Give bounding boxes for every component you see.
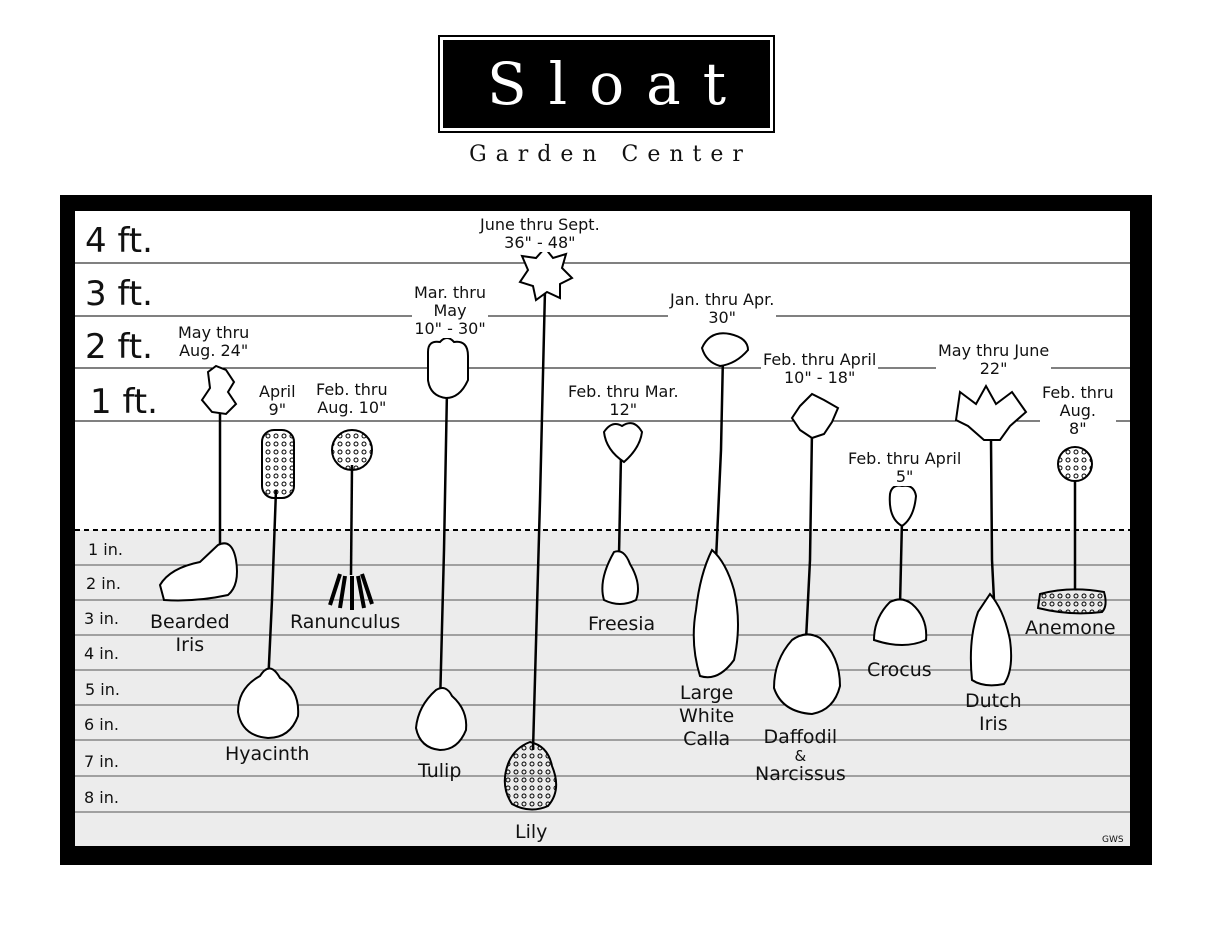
hyacinth-stem <box>266 489 278 686</box>
height-label-4ft: 4 ft. <box>85 221 153 261</box>
dutch-iris-bulb <box>969 592 1013 687</box>
flowers <box>200 246 1093 528</box>
depth-label-1in: 1 in. <box>88 540 123 559</box>
bearded-iris-rhizome <box>158 542 238 602</box>
hyacinth-flower <box>261 429 295 499</box>
hyacinth-bulb <box>236 667 300 740</box>
depth-label-4in: 4 in. <box>84 644 119 663</box>
height-label-3ft: 3 ft. <box>85 274 153 314</box>
freesia-corm <box>601 550 639 605</box>
daffodil-name: Daffodil&Narcissus <box>755 726 846 785</box>
tulip-name: Tulip <box>418 760 462 782</box>
lily-bulb <box>503 740 558 811</box>
depth-label-3in: 3 in. <box>84 609 119 628</box>
height-label-2ft: 2 ft. <box>85 327 153 367</box>
daffodil-bulb <box>772 633 842 716</box>
artist-credit: GWS <box>1102 835 1124 845</box>
lily-stem <box>531 289 547 751</box>
ranunculus-stem <box>349 464 354 576</box>
calla-flower <box>700 332 750 368</box>
freesia-name: Freesia <box>588 613 656 635</box>
calla-bloom: Jan. thru Apr.30" <box>668 290 777 327</box>
freesia-bloom: Feb. thru Mar.12" <box>566 382 681 419</box>
lily-bloom: June thru Sept.36" - 48" <box>478 215 602 252</box>
depth-gridlines <box>75 564 1130 813</box>
depth-label-6in: 6 in. <box>84 715 119 734</box>
daffodil-stem <box>804 429 814 641</box>
depth-label-7in: 7 in. <box>84 752 119 771</box>
depth-label-8in: 8 in. <box>84 788 119 807</box>
lily-name: Lily <box>515 821 548 843</box>
tulip-stem <box>438 389 449 706</box>
tulip-bulb <box>414 687 468 752</box>
dutch-iris-stem <box>989 439 996 601</box>
crocus-flower <box>888 484 918 528</box>
ranunculus-name: Ranunculus <box>290 611 401 633</box>
lily-flower <box>518 246 574 302</box>
brand-subtitle: Garden Center <box>469 142 752 167</box>
crocus-stem <box>898 519 904 606</box>
tulip-flower <box>427 337 469 400</box>
anemone-flower <box>1057 446 1093 482</box>
crocus-corm <box>872 598 928 646</box>
anemone-tuber <box>1036 588 1107 615</box>
depth-label-2in: 2 in. <box>86 574 121 593</box>
height-label-1ft: 1 ft. <box>90 382 158 422</box>
crocus-name: Crocus <box>867 659 932 681</box>
bulbs <box>158 542 1107 811</box>
hyacinth-name: Hyacinth <box>225 743 310 765</box>
stems <box>218 289 1077 751</box>
daffodil-flower <box>790 392 840 440</box>
anemone-name: Anemone <box>1025 617 1116 639</box>
ranunculus-flower <box>331 429 373 471</box>
ranunculus-tuber <box>328 573 374 610</box>
calla-stem <box>714 354 725 561</box>
brand-logo: Sloat <box>438 35 775 133</box>
depth-label-5in: 5 in. <box>85 680 120 699</box>
calla-rhizome <box>692 548 739 679</box>
freesia-flower <box>602 422 644 464</box>
brand-name: Sloat <box>443 40 770 128</box>
freesia-stem <box>617 454 623 556</box>
bearded-iris-flower <box>200 364 238 416</box>
dutch-iris-flower <box>954 383 1028 441</box>
